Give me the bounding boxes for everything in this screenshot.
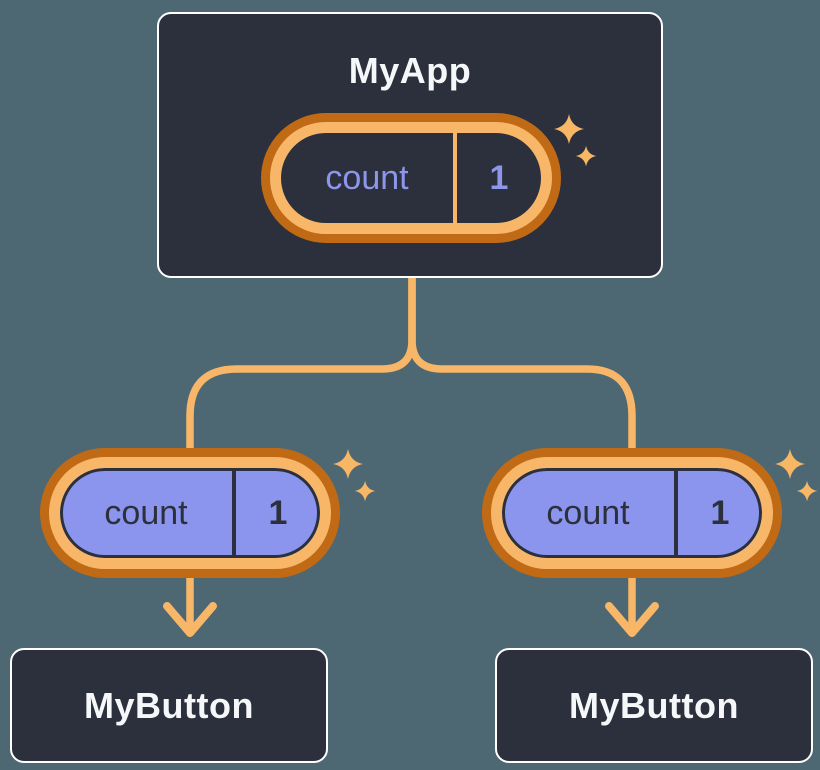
state-pill-right-child: count 1 [491, 449, 818, 569]
sparkle-icon [333, 449, 376, 502]
branch-line-right [408, 273, 636, 637]
state-value: 1 [710, 493, 730, 532]
sparkle-icon [775, 449, 818, 502]
arrowhead-left-icon [163, 602, 217, 637]
pill-divider [453, 133, 457, 223]
state-name: count [325, 158, 409, 197]
node-mybutton-right-label: MyButton [569, 684, 739, 726]
node-mybutton-left-label: MyButton [84, 684, 254, 726]
node-mybutton-right: MyButton [495, 648, 813, 763]
arrowhead-right-icon [605, 602, 659, 637]
state-value: 1 [268, 493, 288, 532]
state-pill-root: count 1 [270, 114, 597, 234]
state-name: count [546, 493, 630, 532]
pill-divider [232, 471, 236, 555]
state-pill-left-child: count 1 [49, 449, 376, 569]
pill-divider [674, 471, 678, 555]
state-value: 1 [489, 158, 509, 197]
branch-line-left [186, 273, 416, 637]
node-mybutton-left: MyButton [10, 648, 328, 763]
node-myapp-label: MyApp [348, 50, 472, 91]
state-name: count [104, 493, 188, 532]
